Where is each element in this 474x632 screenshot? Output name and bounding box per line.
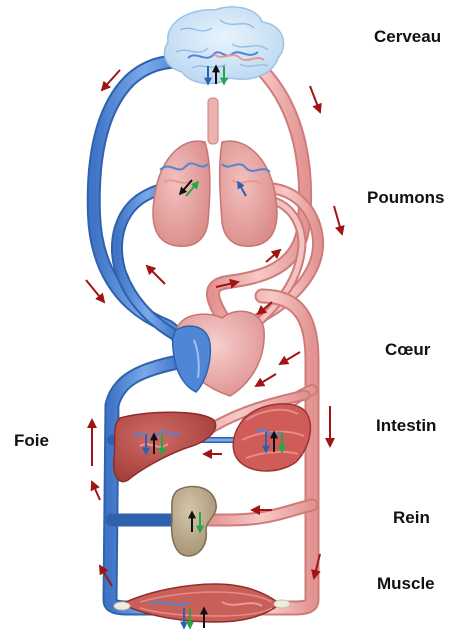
label-intestine: Intestin xyxy=(376,416,437,435)
flow-arrow-icon xyxy=(278,351,301,366)
flow-arrow-icon xyxy=(311,553,321,580)
vena-cava-inferior xyxy=(102,354,188,616)
intestine xyxy=(232,403,312,472)
label-lungs: Poumons xyxy=(367,188,445,207)
lungs xyxy=(152,140,278,247)
flow-arrow-icon xyxy=(256,301,273,316)
liver xyxy=(112,411,217,483)
flow-arrows xyxy=(85,69,345,587)
lung-exchange-black-icon xyxy=(178,179,193,196)
flow-arrow-icon xyxy=(254,373,277,388)
brain xyxy=(163,6,285,86)
flow-arrow-icon xyxy=(215,278,240,289)
flow-arrow-icon xyxy=(309,85,322,114)
label-brain: Cerveau xyxy=(374,27,442,46)
arterial-vessels xyxy=(164,49,325,616)
label-liver: Foie xyxy=(14,431,49,450)
label-heart: Cœur xyxy=(385,340,431,359)
flow-arrow-icon xyxy=(265,248,282,263)
kidney xyxy=(170,485,217,557)
label-kidney: Rein xyxy=(393,508,430,527)
label-muscle: Muscle xyxy=(377,574,435,593)
flow-arrow-icon xyxy=(333,205,345,236)
muscle xyxy=(113,583,291,630)
lung-exchange-green-icon xyxy=(185,180,200,197)
flow-arrow-icon xyxy=(145,264,166,285)
flow-arrow-icon xyxy=(85,279,106,304)
flow-arrow-icon xyxy=(100,69,121,92)
flow-arrow-icon xyxy=(90,480,101,501)
flow-arrow-icon xyxy=(98,564,113,587)
trachea xyxy=(207,97,219,145)
lung-exchange-blue-icon xyxy=(237,180,247,197)
heart xyxy=(171,310,265,397)
